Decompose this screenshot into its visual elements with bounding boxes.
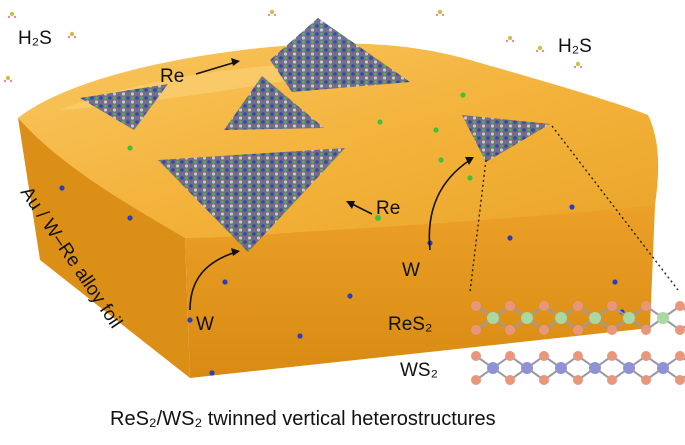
w-atom [187,317,193,323]
zoom-guides [469,125,679,293]
w-atom [347,293,353,299]
s-atom [573,301,583,311]
arrowhead [231,58,240,66]
label-w-right: W [402,260,420,281]
zoom-line-left [469,159,487,293]
flakes [80,18,550,252]
label-w-left: W [196,314,214,335]
flake-middle [224,76,324,130]
re-atom [521,312,533,324]
s-atom [505,325,515,335]
w-atom [623,362,635,374]
s-atom [607,325,617,335]
s-atom [539,301,549,311]
re-atom [623,312,635,324]
s-atom [471,351,481,361]
w-atom [487,362,499,374]
s-atom [573,375,583,385]
caption: ReS₂/WS₂ twinned vertical heterostructur… [110,408,496,430]
label-h2s-right: H₂S [558,36,592,57]
h2s-molecule [435,9,445,17]
w-atom [521,362,533,374]
s-atom [539,351,549,361]
h2s-molecule [3,75,13,83]
s-atom [607,375,617,385]
arrowhead [346,201,355,209]
arrowhead [231,248,240,256]
arrowhead [465,157,474,165]
re-atom [467,175,473,181]
s-atom [607,301,617,311]
s-atom [675,325,685,335]
h2s-molecules [3,9,583,83]
s-atom [641,301,651,311]
foil-left-side [18,118,190,378]
s-atom [471,325,481,335]
re-atom [487,312,499,324]
arrow-re-top [195,61,237,75]
s-atom [641,375,651,385]
arrows [189,58,474,311]
label-re-top: Re [160,66,184,87]
foil-front-side [185,205,655,378]
w-atom [657,362,669,374]
w-atom [222,279,228,285]
h2s-molecule [505,35,515,43]
re-atom [589,312,601,324]
flake-left-small [80,84,168,130]
w-atom [589,362,601,374]
h2s-molecule [573,61,583,69]
s-atom [471,301,481,311]
w-atom [297,333,303,339]
re-atom [375,215,381,221]
s-atom [607,351,617,361]
s-atom [505,301,515,311]
s-atom [675,351,685,361]
s-atom [471,375,481,385]
re-atoms-surface [127,92,473,221]
w-atom [59,185,65,191]
arrow-w-right [428,159,471,251]
w-atom [209,370,215,376]
flake-big-center [158,148,345,252]
s-atom [641,351,651,361]
flake-right [462,115,550,162]
s-atom [573,351,583,361]
h2s-molecule [7,11,17,19]
h2s-molecule [535,45,545,53]
re-atom [555,312,567,324]
w-atom [507,235,513,241]
s-atom [675,375,685,385]
w-atom [555,362,567,374]
label-h2s-left: H₂S [18,28,52,49]
arrow-re-mid [349,202,373,215]
h2s-molecule [67,31,77,39]
s-atom [539,325,549,335]
s-atom [505,351,515,361]
re-atom [377,119,383,125]
w-atom [612,279,618,285]
re-atom [127,145,133,151]
re-atom [433,127,439,133]
re-atom [460,92,466,98]
label-res2: ReS₂ [388,314,432,335]
re-atom [657,312,669,324]
s-atom [675,301,685,311]
s-atom [539,375,549,385]
arrow-w-left [189,251,237,311]
label-re-mid: Re [376,198,400,219]
label-ws2: WS₂ [400,360,438,381]
re-atom [438,157,444,163]
w-atom [569,204,575,210]
s-atom [505,375,515,385]
h2s-molecule [267,9,277,17]
inset-lattice [471,301,685,385]
s-atom [641,325,651,335]
w-atom [127,215,133,221]
s-atom [573,325,583,335]
flake-top-large [270,18,410,92]
